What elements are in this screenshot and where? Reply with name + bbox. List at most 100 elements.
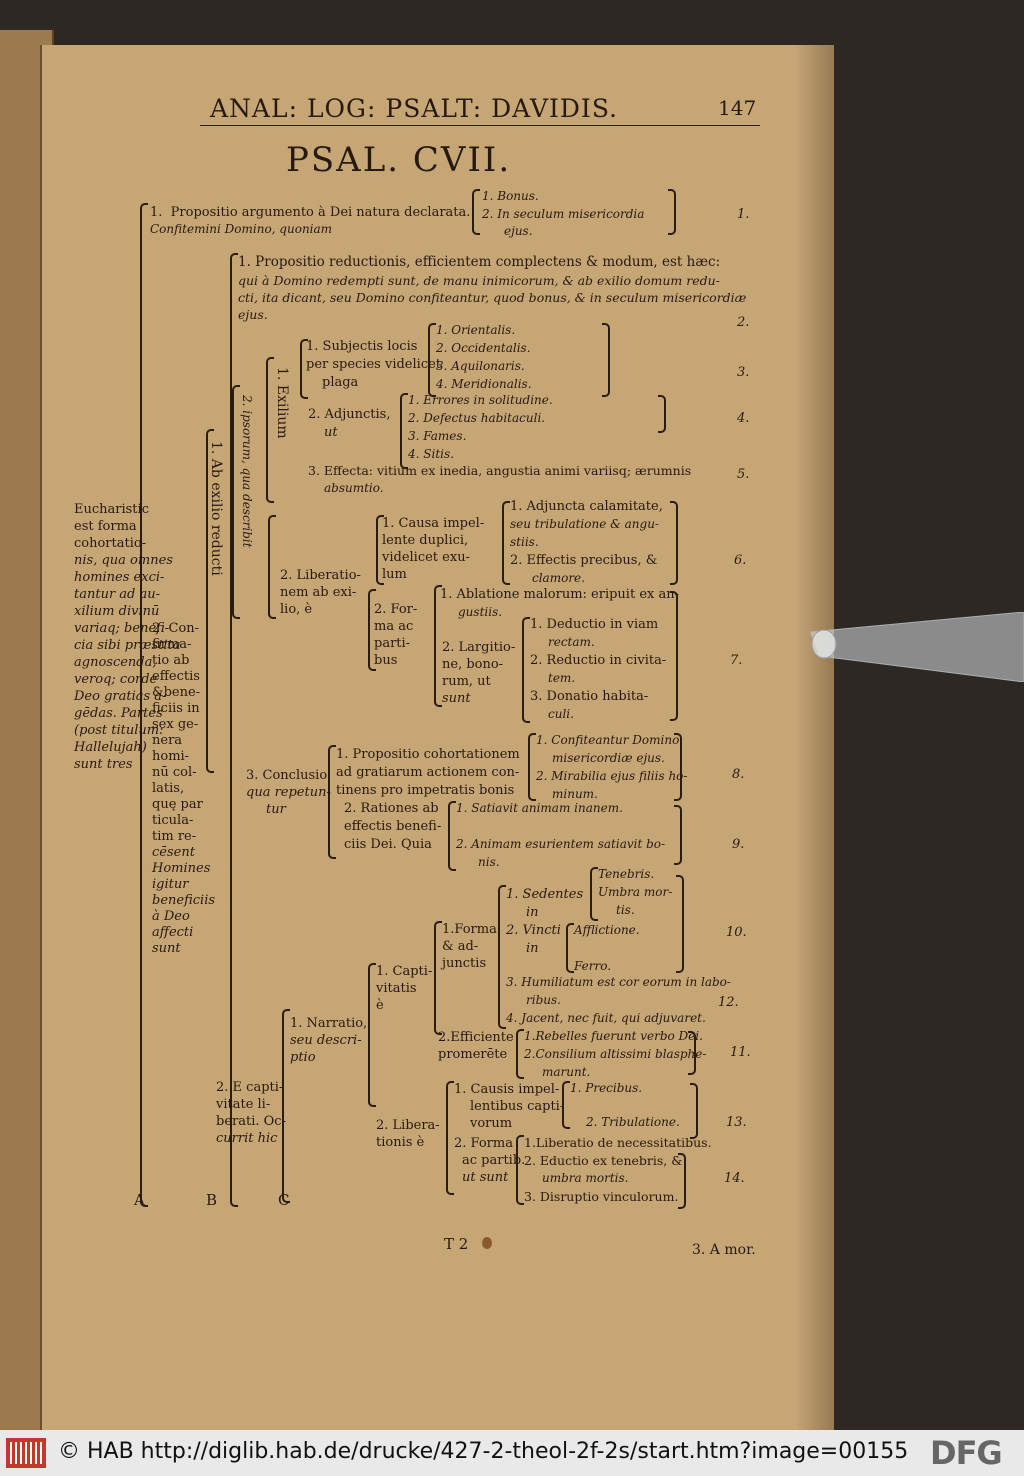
vertical-ipsorum: 2. ipsorum, qua describit [240, 395, 254, 548]
brace-describit [232, 385, 240, 619]
margin-number-11: 11. [730, 1045, 751, 1060]
humiliatum-2: ribus. [526, 993, 561, 1007]
main-brace-B [230, 253, 238, 1207]
sedentes: 1. Sedentes [506, 887, 584, 902]
vincti: 2. Vincti [506, 923, 561, 938]
margin-number-8: 8. [732, 767, 745, 782]
conclusio-p1: 1. Propositio cohortationem [336, 747, 520, 762]
plaga-3: 3. Aquilonaris. [436, 359, 525, 373]
tenebris: Tenebris. [598, 867, 655, 881]
page-stain [482, 1237, 492, 1249]
satiavit-3: nis. [478, 855, 500, 869]
brace-umbra [590, 867, 598, 921]
book-page: ANAL: LOG: PSALT: DAVIDIS. 147 PSAL. CVI… [40, 45, 834, 1430]
brace-causis-right [690, 1083, 698, 1139]
precibus: 1. Precibus. [570, 1081, 643, 1095]
sec2-line-1: 1. Propositio reductionis, efficientem c… [238, 254, 721, 270]
donatio-2: culi. [548, 707, 574, 721]
afflictione: Afflictione. [574, 923, 640, 937]
margin-number-1: 1. [737, 207, 750, 222]
column-letter-A: A [134, 1191, 145, 1209]
brace-efficiente-right [688, 1031, 696, 1075]
margin-number-6: 6. [734, 553, 747, 568]
brace-confiteantur-right [674, 733, 682, 801]
deductio: 1. Deductio in viam [530, 617, 659, 632]
source-url[interactable]: © HAB http://diglib.hab.de/drucke/427-2-… [58, 1439, 909, 1464]
brace-efficiente [516, 1029, 524, 1079]
margin-number-4: 4. [737, 411, 750, 426]
brace-plagae-right [602, 323, 610, 397]
ablatione: 1. Ablatione malorum: eripuit ex an- [440, 587, 679, 602]
catchword: 3. A mor. [692, 1242, 756, 1258]
brace-causa-items [502, 501, 510, 585]
sec1-item-2: 2. In seculum misericordia [482, 207, 645, 221]
subjectis-3: plaga [322, 375, 359, 390]
eductio: 2. Eductio ex tenebris, & [524, 1153, 683, 1168]
liberatio-block: 2. Liberatio-nem ab exi-lio, è [280, 568, 361, 617]
brace-vincti [566, 923, 574, 973]
humiliatum-1: 3. Humiliatum est cor eorum in labo- [506, 975, 731, 989]
rationes-2: effectis benefi- [344, 819, 442, 834]
satiavit-1: 1. Satiavit animam inanem. [456, 801, 623, 815]
ablatione-2: gustiis. [458, 605, 503, 619]
brace-rationes [448, 801, 456, 871]
jacent: 4. Jacent, nec fuit, qui adjuvaret. [506, 1011, 706, 1025]
vincti-in: in [526, 941, 539, 956]
reductio-2: tem. [548, 671, 576, 685]
psalm-title: PSAL. CVII. [286, 140, 512, 180]
brace-narratio [368, 963, 376, 1107]
plaga-1: 1. Orientalis. [436, 323, 516, 337]
brace-plagae [428, 323, 436, 397]
causa-a2: seu tribulatione & angu- [510, 517, 659, 531]
brace-forma [368, 589, 376, 671]
causa-e1: 2. Effectis precibus, & [510, 553, 658, 568]
subjectis-1: 1. Subjectis locis [306, 339, 418, 354]
narratio-block: 1. Narratio,seu descri-ptio [290, 1016, 368, 1065]
satiavit-2: 2. Animam esurientem satiavit bo- [456, 837, 666, 851]
causa-e2: clamore. [532, 571, 585, 585]
vertical-exilium: 1. Exilium [274, 367, 290, 439]
sec1-sub: Confitemini Domino, quoniam [150, 222, 333, 236]
column-letter-B: B [206, 1191, 218, 1209]
consilium: 2.Consilium altissimi blasphe- [524, 1047, 707, 1061]
sec2-line-4: ejus. [238, 307, 268, 322]
tribulatione: 2. Tribulatione. [586, 1115, 680, 1129]
margin-number-10: 10. [726, 925, 747, 940]
ferro: Ferro. [574, 959, 612, 973]
sec1-brace-right [668, 189, 676, 235]
rebelles: 1.Rebelles fuerunt verbo Dei. [524, 1029, 703, 1043]
sec2-line-3: cti, ita dicant, seu Domino confiteantur… [238, 290, 747, 305]
umbra-mortis: Umbra mor- [598, 885, 673, 899]
conclusio-p3: tinens pro impetratis bonis [336, 783, 515, 798]
brace-adjunctis [400, 393, 408, 469]
conclusio-p2: ad gratiarum actionem con- [336, 765, 520, 780]
brace-largitione [522, 617, 530, 723]
captivitate-block: 2. E capti-vitate li-berati. Oc-currit h… [216, 1080, 286, 1146]
page-number: 147 [718, 96, 757, 120]
causa-a1: 1. Adjuncta calamitate, [510, 499, 663, 514]
sec1-item-3: ejus. [504, 224, 533, 238]
brace-exilium [266, 357, 274, 503]
brace-forma-liberationis-right [678, 1153, 686, 1209]
column-letter-C: C [278, 1191, 290, 1209]
rationes-3: ciis Dei. Quia [344, 837, 432, 852]
margin-number-13: 13. [726, 1115, 747, 1130]
confiteantur-1: 1. Confiteantur Domino [536, 733, 680, 747]
reductio: 2. Reductio in civita- [530, 653, 667, 668]
hab-logo-icon [6, 1438, 46, 1468]
brace-ablatione [434, 585, 442, 707]
deductio-2: rectam. [548, 635, 595, 649]
adjunctis-item-2: 2. Defectus habitaculi. [408, 411, 546, 425]
adjunctis-item-1: 1. Errores in solitudine. [408, 393, 553, 407]
causa-a3: stiis. [510, 535, 539, 549]
main-brace-C [282, 1009, 290, 1203]
footer-bar: © HAB http://diglib.hab.de/drucke/427-2-… [0, 1430, 1024, 1476]
sec1-item-1: 1. Bonus. [482, 189, 539, 203]
causa-block: 1. Causa impel-lente duplici,videlicet e… [382, 516, 485, 582]
brace-conclusio [328, 745, 336, 859]
